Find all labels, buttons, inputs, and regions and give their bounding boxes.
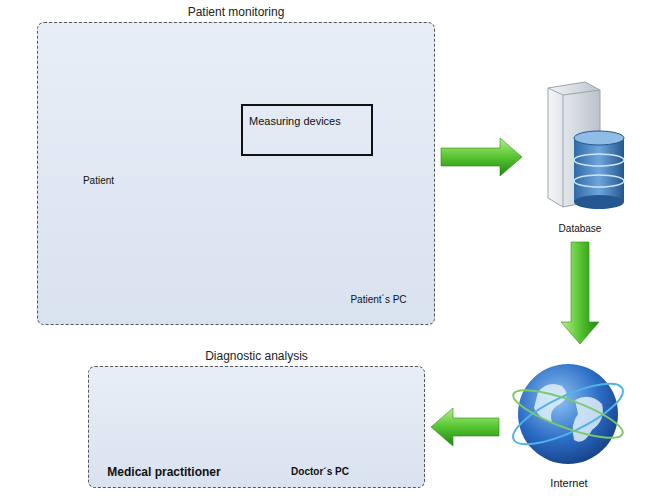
computer-node: Patient´s PC — [331, 199, 426, 307]
icon-label: Internet — [550, 476, 587, 490]
icon-label: Patient — [83, 174, 114, 188]
doctor-node: Medical practitioner — [101, 375, 227, 479]
icon-label: Doctor´s PC — [291, 465, 349, 479]
icon-label: Patient´s PC — [350, 293, 406, 307]
database-node: Database — [528, 78, 632, 236]
region-panel: Diagnostic analysisMedical practitionerD… — [88, 366, 425, 488]
process-box: Measuring devices — [241, 104, 373, 156]
database-figure — [548, 82, 624, 209]
flow-arrow — [561, 242, 599, 344]
region-heading: Patient monitoring — [38, 5, 434, 19]
arrow-shape — [561, 242, 599, 344]
flow-arrow — [441, 138, 522, 176]
computer-node: Doctor´s PC — [284, 375, 356, 479]
box-label: Measuring devices — [249, 115, 365, 127]
icon-label: Medical practitioner — [107, 465, 220, 479]
arrow-shape — [441, 138, 522, 176]
region-panel: Patient monitoringPatientMeasuring devic… — [37, 22, 435, 325]
flow-arrow — [431, 408, 499, 446]
patient-node: Patient — [56, 73, 141, 188]
internet-node: Internet — [505, 350, 633, 490]
icon-label: Database — [559, 222, 602, 236]
internet-globe — [506, 364, 630, 464]
arrow-shape — [431, 408, 499, 446]
region-heading: Diagnostic analysis — [89, 349, 424, 363]
